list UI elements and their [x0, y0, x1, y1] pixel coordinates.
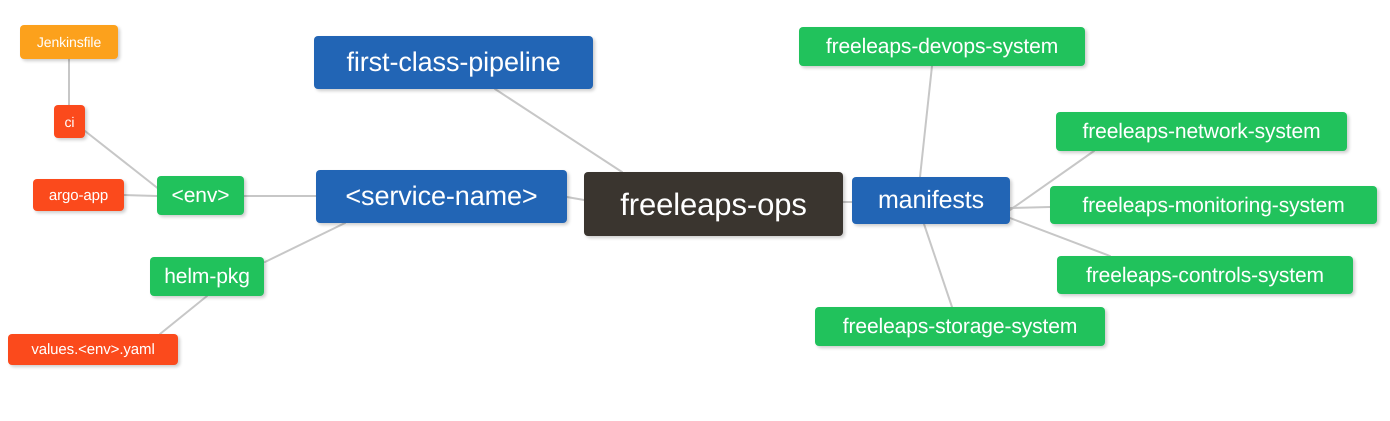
node-label-freeleaps-ops: freeleaps-ops	[620, 186, 807, 222]
node-freeleaps-ops[interactable]: freeleaps-ops	[584, 172, 843, 236]
node-storage-system[interactable]: freeleaps-storage-system	[815, 307, 1105, 346]
node-ci[interactable]: ci	[54, 105, 85, 138]
edge-manifests-to-storage-system	[923, 223, 953, 308]
node-label-storage-system: freeleaps-storage-system	[842, 315, 1078, 338]
node-monitoring-system[interactable]: freeleaps-monitoring-system	[1050, 186, 1377, 224]
node-label-ci: ci	[64, 113, 75, 130]
node-values-yaml[interactable]: values.<env>.yaml	[8, 334, 178, 365]
node-label-network-system: freeleaps-network-system	[1082, 120, 1321, 143]
node-label-values-yaml: values.<env>.yaml	[31, 341, 155, 358]
edge-manifests-to-monitoring-system	[1009, 206, 1051, 209]
node-first-class-pipeline[interactable]: first-class-pipeline	[314, 36, 593, 89]
edge-values-yaml-to-helm-pkg	[159, 295, 208, 335]
node-network-system[interactable]: freeleaps-network-system	[1056, 112, 1347, 151]
node-env[interactable]: <env>	[157, 176, 244, 215]
node-label-controls-system: freeleaps-controls-system	[1086, 263, 1324, 287]
node-argo-app[interactable]: argo-app	[33, 179, 124, 211]
edge-helm-pkg-to-service-name	[264, 222, 346, 263]
node-label-monitoring-system: freeleaps-monitoring-system	[1082, 193, 1345, 217]
edge-argo-app-to-env	[123, 194, 158, 197]
node-manifests[interactable]: manifests	[852, 177, 1010, 224]
node-label-devops-system: freeleaps-devops-system	[825, 35, 1059, 58]
edge-manifests-to-devops-system	[919, 65, 933, 178]
node-label-helm-pkg: helm-pkg	[164, 265, 250, 288]
node-service-name[interactable]: <service-name>	[316, 170, 567, 223]
node-label-env: <env>	[171, 184, 230, 207]
node-helm-pkg[interactable]: helm-pkg	[150, 257, 264, 296]
node-label-manifests: manifests	[877, 186, 985, 214]
node-jenkinsfile[interactable]: Jenkinsfile	[20, 25, 118, 59]
node-controls-system[interactable]: freeleaps-controls-system	[1057, 256, 1353, 294]
edge-first-class-pipeline-to-freeleaps-ops	[494, 88, 623, 173]
node-devops-system[interactable]: freeleaps-devops-system	[799, 27, 1085, 66]
node-label-first-class-pipeline: first-class-pipeline	[346, 47, 561, 77]
node-label-argo-app: argo-app	[48, 186, 109, 204]
edge-service-name-to-freeleaps-ops	[566, 196, 585, 201]
node-label-jenkinsfile: Jenkinsfile	[36, 34, 102, 50]
node-label-service-name: <service-name>	[345, 181, 538, 211]
